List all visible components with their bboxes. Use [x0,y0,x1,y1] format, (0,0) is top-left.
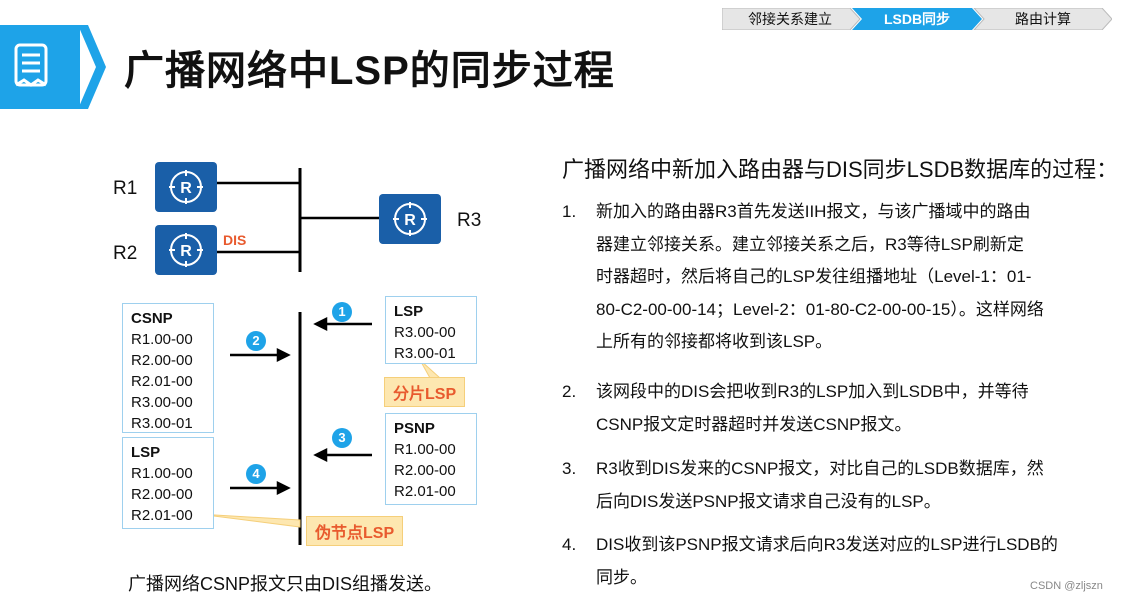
list-item-line: 80-C2-00-00-14；Level-2：01-80-C2-00-00-15… [596,299,1044,319]
list-item-line: 器建立邻接关系。建立邻接关系之后，R3等待LSP刷新定 [596,234,1024,254]
router-icon: R [169,170,203,204]
router-r2-label: R2 [113,243,138,264]
list-item-line: 时器超时，然后将自己的LSP发往组播地址（Level-1：01- [596,267,1032,286]
list-item-line: 后向DIS发送PSNP报文请求自己没有的LSP。 [596,491,941,511]
step-badge-4: 4 [246,464,266,484]
step-adjacency: 邻接关系建立 [748,11,832,27]
packet-entry: R2.00-00 [131,352,193,369]
step-lsdb-sync: LSDB同步 [883,11,951,27]
list-item-line: 上所有的邻接都将收到该LSP。 [596,332,833,351]
list-item-line: 新加入的路由器R3首先发送IIH报文，与该广播域中的路由 [596,202,1031,221]
packet-entry: R2.01-00 [394,483,456,500]
arrow-3 [313,447,372,463]
list-item: 1. 新加入的路由器R3首先发送IIH报文，与该广播域中的路由 器建立邻接关系。… [562,196,1112,366]
progress-steps [722,8,1112,30]
packet-header: PSNP [394,420,435,437]
step-badge-2: 2 [246,331,266,351]
csnp-packet: CSNP R1.00-00 R2.00-00 R2.01-00 R3.00-00… [122,303,214,433]
router-icon: R [169,233,203,267]
psnp-packet: PSNP R1.00-00 R2.00-00 R2.01-00 [385,413,477,505]
packet-entry: R1.00-00 [394,441,456,458]
packet-entry: R1.00-00 [131,465,193,482]
list-item-number: 4. [562,535,577,554]
router-r1: R [155,162,217,212]
header-chevron-icon [78,25,106,109]
arrow-4 [230,480,291,496]
fragment-lsp-callout: 分片LSP [384,377,466,407]
router-r3-label: R3 [457,210,482,231]
packet-header: CSNP [131,310,173,327]
packet-entry: R2.00-00 [131,486,193,503]
list-item: 2. 该网段中的DIS会把收到R3的LSP加入到LSDB中，并等待 CSNP报文… [562,376,1112,446]
packet-entry: R2.01-00 [131,373,193,390]
router-r1-label: R1 [113,178,138,199]
packet-header: LSP [131,444,161,461]
right-heading: 广播网络中新加入路由器与DIS同步LSDB数据库的过程： [562,157,1119,182]
list-item-line: DIS收到该PSNP报文请求后向R3发送对应的LSP进行LSDB的 [596,535,1058,554]
router-r3: R [379,194,441,244]
packet-entry: R3.00-00 [131,394,193,411]
header-logo-block [0,25,80,109]
packet-entry: R3.00-01 [394,345,456,362]
packet-entry: R3.00-01 [131,415,193,432]
svg-text:R: R [180,180,192,197]
step-badge-1: 1 [332,302,352,322]
router-icon: R [393,202,427,236]
svg-text:R: R [180,243,192,260]
packet-entry: R2.01-00 [131,507,193,524]
list-item-line: R3收到DIS发来的CSNP报文，对比自己的LSDB数据库，然 [596,459,1044,478]
list-item-line: CSNP报文定时器超时并发送CSNP报文。 [596,414,912,434]
arrow-1 [313,316,372,332]
svg-text:R: R [404,212,416,229]
diagram-caption: 广播网络CSNP报文只由DIS组播发送。 [128,574,443,594]
list-item-line: 该网段中的DIS会把收到R3的LSP加入到LSDB中，并等待 [596,382,1029,401]
dis-tag: DIS [223,232,247,248]
packet-entry: R3.00-00 [394,324,456,341]
pseudonode-lsp-callout: 伪节点LSP [306,516,404,546]
step-badge-3: 3 [332,428,352,448]
list-item-number: 1. [562,202,577,221]
watermark: CSDN @zljszn [1030,580,1103,592]
list-item-line: 同步。 [596,567,647,587]
page-title: 广播网络中LSP的同步过程 [124,49,615,93]
arrow-2 [230,347,291,363]
document-icon [14,43,48,87]
lsp-packet-left: LSP R1.00-00 R2.00-00 R2.01-00 [122,437,214,529]
packet-header: LSP [394,303,424,320]
router-r2: R [155,225,217,275]
list-item-number: 3. [562,459,577,478]
packet-entry: R2.00-00 [394,462,456,479]
list-item: 4. DIS收到该PSNP报文请求后向R3发送对应的LSP进行LSDB的 同步。 [562,529,1112,599]
topology-lines [197,168,442,545]
list-item-number: 2. [562,382,577,401]
step-route-calc: 路由计算 [1015,11,1071,27]
list-item: 3. R3收到DIS发来的CSNP报文，对比自己的LSDB数据库，然 后向DIS… [562,453,1112,523]
packet-entry: R1.00-00 [131,331,193,348]
lsp-packet-right: LSP R3.00-00 R3.00-01 [385,296,477,364]
